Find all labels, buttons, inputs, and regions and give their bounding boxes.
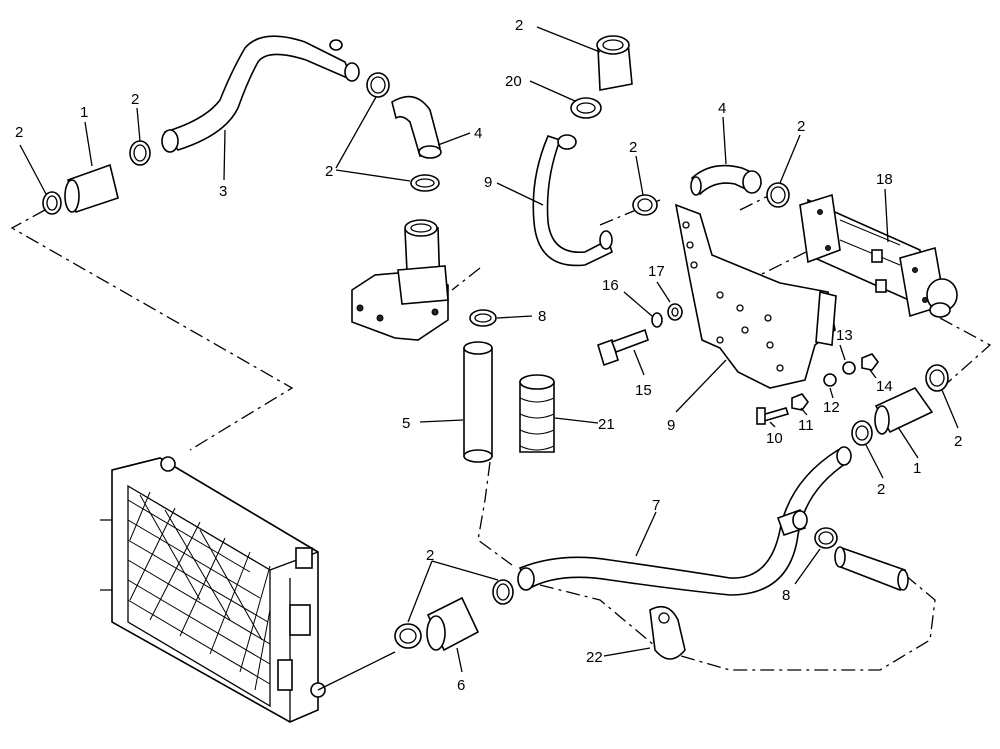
clamp-mid-right (632, 194, 658, 216)
clamp-right-lower (925, 364, 949, 392)
clamp-right-mid (851, 420, 873, 446)
callout-2: 2 (797, 118, 805, 135)
clamp-mid-left (410, 174, 440, 192)
clamp-20 (570, 97, 602, 119)
callout-1: 1 (80, 104, 88, 121)
callout-2: 2 (629, 139, 637, 156)
hose-connector-2-top (596, 35, 633, 91)
clamp-lower-left (394, 623, 422, 649)
nut-11 (791, 393, 809, 411)
callout-2: 2 (954, 433, 962, 450)
callout-12: 12 (823, 399, 840, 416)
callout-21: 21 (598, 416, 615, 433)
callout-5: 5 (402, 415, 410, 432)
clamp-8-upper (469, 309, 497, 327)
leader-lines (19, 26, 959, 673)
upper-radiator-hose (161, 35, 360, 153)
callout-1: 1 (913, 460, 921, 477)
hose-sleeve-6 (426, 596, 480, 652)
nut-13 (842, 361, 856, 375)
callout-17: 17 (648, 263, 665, 280)
callout-2: 2 (515, 17, 523, 34)
heat-exchanger-18 (799, 193, 958, 318)
lower-hose-7 (517, 446, 852, 596)
washer-12 (823, 373, 837, 387)
callout-1: 2 (15, 124, 23, 141)
clamp-8-lower (814, 527, 838, 549)
callout-8: 8 (538, 308, 546, 325)
callout-6: 6 (457, 677, 465, 694)
radiator (100, 456, 326, 723)
callout-18: 18 (876, 171, 893, 188)
callout-14: 14 (876, 378, 893, 395)
assembly-lines (10, 194, 992, 671)
callout-22: 22 (586, 649, 603, 666)
bracket-9 (674, 203, 837, 389)
callout-10: 10 (766, 430, 783, 447)
callout-9: 9 (667, 417, 675, 434)
callout-7: 7 (652, 497, 660, 514)
callout-4: 4 (474, 125, 482, 142)
elbow-hose-4-right (690, 164, 762, 196)
callout-4: 4 (718, 100, 726, 117)
callout-2: 2 (426, 547, 434, 564)
clamp-upper-mid (366, 72, 390, 98)
clamp-upper-right (766, 182, 790, 208)
hose-end-lower-right (834, 546, 909, 592)
callout-labels: 2 1 2 3 2 4 2 20 9 2 4 2 18 8 16 17 13 1… (15, 17, 962, 694)
callout-2: 2 (131, 91, 139, 108)
callout-15: 15 (635, 382, 652, 399)
callout-13: 13 (836, 327, 853, 344)
washer-16 (651, 312, 663, 328)
callout-20: 20 (505, 73, 522, 90)
sponge-21 (519, 374, 555, 453)
hose-9-upper (532, 134, 613, 267)
hose-5 (463, 341, 493, 463)
callout-9: 9 (484, 174, 492, 191)
nut-14 (861, 353, 879, 371)
callout-3: 3 (219, 183, 227, 200)
lower-leader-radiator (317, 651, 396, 691)
callout-2: 2 (877, 481, 885, 498)
bolt-15 (597, 328, 649, 367)
callout-11: 11 (798, 417, 814, 434)
washer-17 (667, 303, 683, 321)
bolt-10 (756, 407, 790, 425)
clamp-upper-left (42, 191, 62, 215)
elbow-hose-4 (391, 95, 442, 159)
clamp-upper-left-2 (129, 140, 151, 166)
callout-2: 2 (325, 163, 333, 180)
radiator-core-mesh (127, 491, 271, 691)
thermostat-housing (351, 219, 449, 341)
hose-sleeve-right-1 (874, 386, 934, 435)
callout-8: 8 (782, 587, 790, 604)
clamp-lower-mid (492, 579, 514, 605)
bracket-22 (649, 605, 686, 660)
callout-16: 16 (602, 277, 619, 294)
hose-sleeve-upper-left (64, 163, 119, 214)
